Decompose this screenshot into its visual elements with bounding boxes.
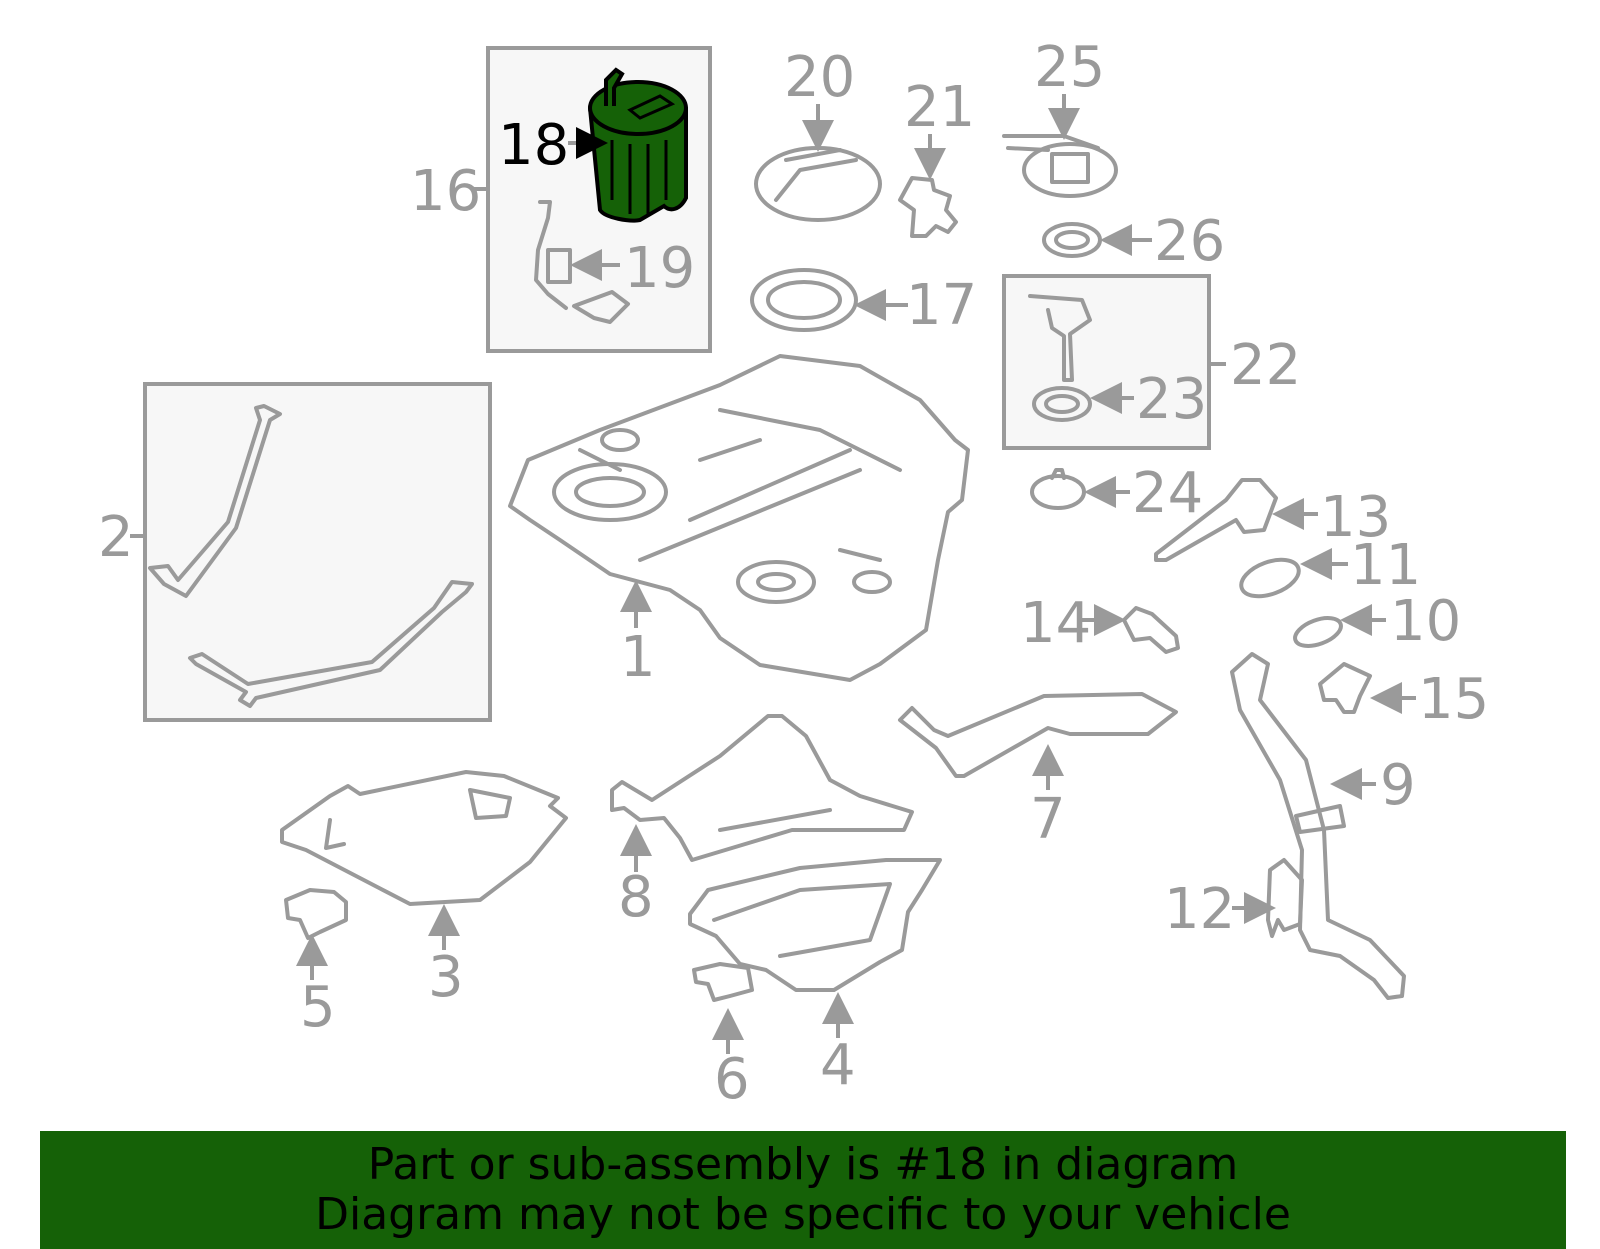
callout-24[interactable]: 24 xyxy=(1132,461,1203,526)
assembly-box-22 xyxy=(1002,274,1211,450)
callout-1[interactable]: 1 xyxy=(620,625,656,690)
callout-21[interactable]: 21 xyxy=(904,75,975,140)
banner-line-2: Diagram may not be specific to your vehi… xyxy=(315,1189,1291,1240)
parts-diagram: 18 16 19 20 17 21 25 26 22 23 24 13 11 1… xyxy=(98,35,1489,1112)
heat-shield-part-8 xyxy=(610,714,914,862)
callout-17[interactable]: 17 xyxy=(906,273,977,338)
callout-12[interactable]: 12 xyxy=(1164,877,1235,942)
banner-line-1: Part or sub-assembly is #18 in diagram xyxy=(367,1139,1239,1190)
callout-20[interactable]: 20 xyxy=(784,45,855,110)
callout-25[interactable]: 25 xyxy=(1034,35,1105,100)
heat-shield-part-3 xyxy=(280,770,568,906)
bolt-part-14 xyxy=(1122,606,1180,654)
callout-2[interactable]: 2 xyxy=(98,505,134,570)
callout-18[interactable]: 18 xyxy=(498,113,569,178)
callout-16[interactable]: 16 xyxy=(410,159,481,224)
heat-shield-part-4 xyxy=(688,858,942,992)
sensor-part-13 xyxy=(1154,478,1278,562)
callout-4[interactable]: 4 xyxy=(820,1033,856,1098)
callout-3[interactable]: 3 xyxy=(428,945,464,1010)
callout-10[interactable]: 10 xyxy=(1390,589,1461,654)
fuel-tank-part-1 xyxy=(508,354,970,682)
callout-9[interactable]: 9 xyxy=(1380,753,1416,818)
gasket-part-17 xyxy=(750,268,858,332)
gasket-part-11 xyxy=(1239,557,1301,599)
callout-13[interactable]: 13 xyxy=(1320,485,1391,550)
callout-11[interactable]: 11 xyxy=(1350,533,1421,598)
callout-23[interactable]: 23 xyxy=(1136,367,1207,432)
valve-part-21 xyxy=(898,176,958,238)
plug-part-24 xyxy=(1030,468,1086,510)
strap-part-2 xyxy=(148,404,474,708)
callout-5[interactable]: 5 xyxy=(300,975,336,1040)
o-ring-part-26 xyxy=(1042,222,1102,258)
callout-8[interactable]: 8 xyxy=(618,865,654,930)
connector-part-15 xyxy=(1318,662,1372,714)
callout-7[interactable]: 7 xyxy=(1030,787,1066,852)
callout-26[interactable]: 26 xyxy=(1154,209,1225,274)
shield-part-7 xyxy=(898,692,1178,778)
fuel-pump-part-18[interactable] xyxy=(587,67,688,223)
clip-part-12 xyxy=(1266,858,1304,938)
callout-19[interactable]: 19 xyxy=(624,236,695,301)
cover-plate-part-20 xyxy=(754,146,882,222)
washer-part-10 xyxy=(1293,616,1343,648)
filler-neck-part-9 xyxy=(1230,652,1406,1000)
bracket-part-5 xyxy=(284,888,348,940)
info-banner: Part or sub-assembly is #18 in diagram D… xyxy=(40,1131,1566,1249)
callout-14[interactable]: 14 xyxy=(1020,591,1091,656)
lock-ring-part-25 xyxy=(1002,134,1118,198)
bracket-part-6 xyxy=(692,962,754,1002)
callout-15[interactable]: 15 xyxy=(1418,667,1489,732)
assembly-box-2 xyxy=(143,382,492,722)
callout-6[interactable]: 6 xyxy=(714,1047,750,1112)
callout-22[interactable]: 22 xyxy=(1230,333,1301,398)
